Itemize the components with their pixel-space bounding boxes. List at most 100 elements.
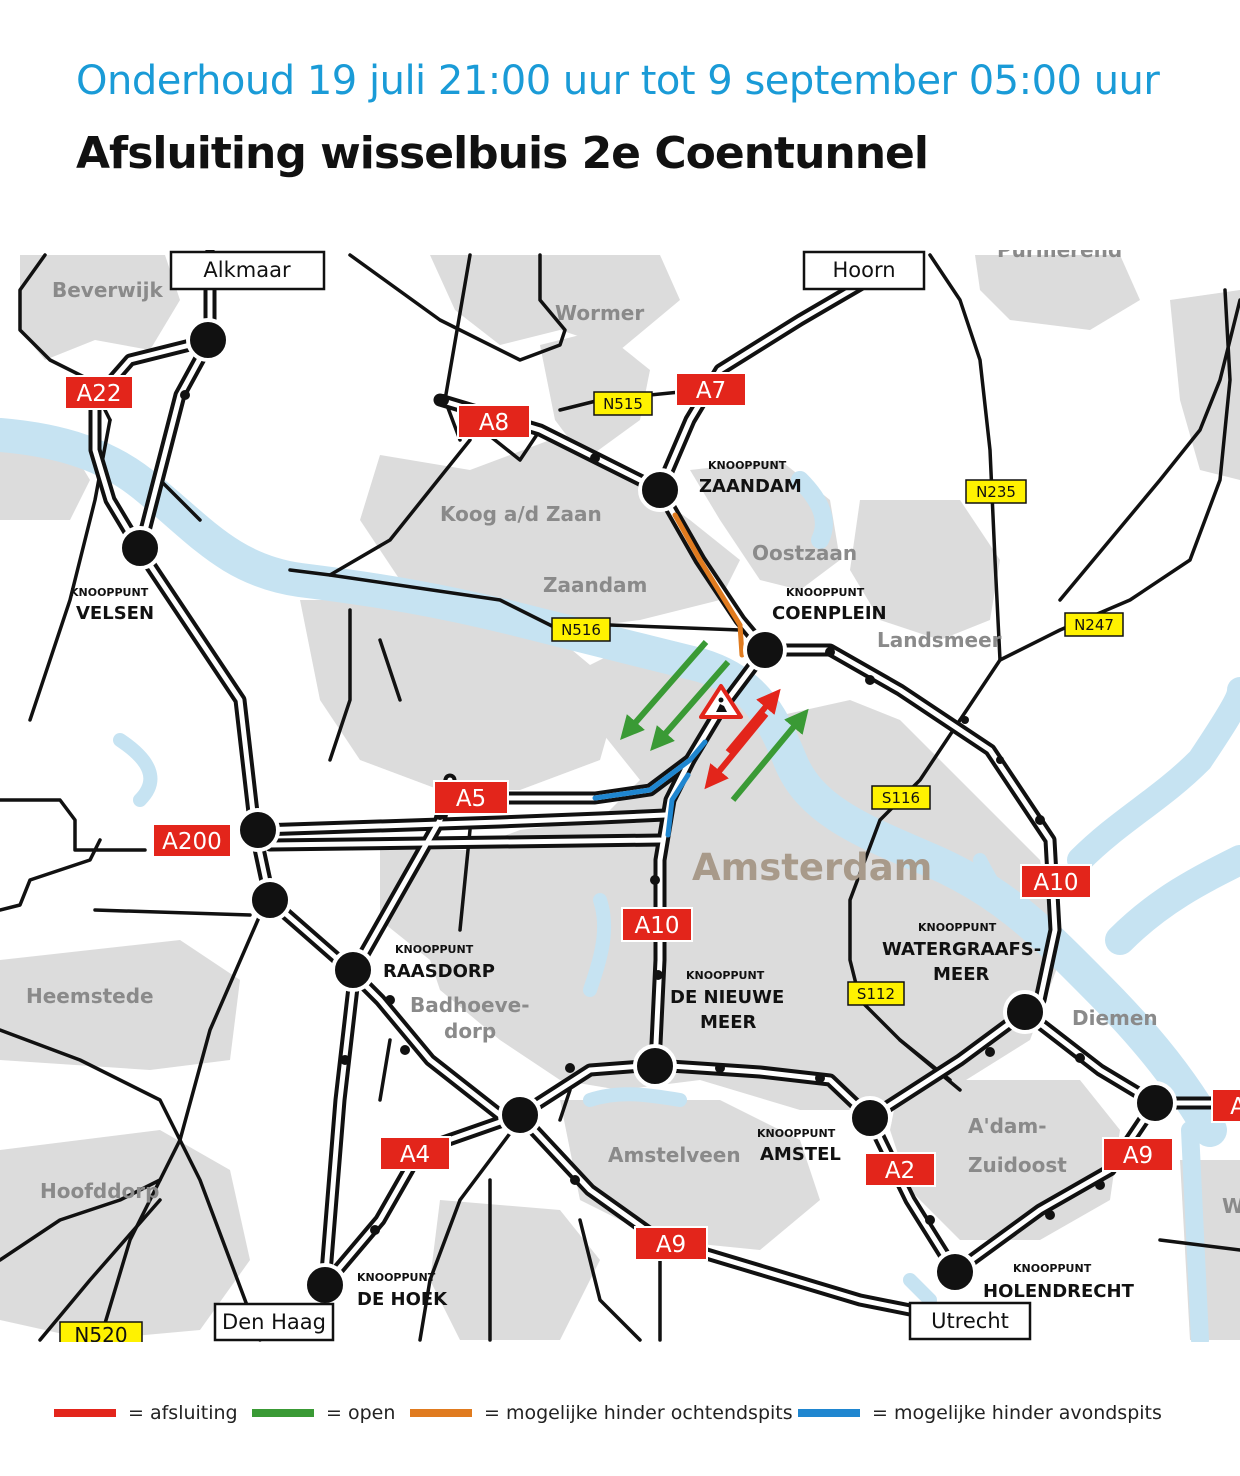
junction-nieuwe-meer-marker	[633, 1044, 677, 1088]
junction-de-hoek-marker	[303, 1263, 347, 1307]
junction-coenplein-marker	[743, 628, 787, 672]
junction-markers	[118, 318, 1177, 1307]
svg-text:N520: N520	[74, 1323, 127, 1342]
svg-text:A5: A5	[456, 786, 486, 812]
legend-evening-swatch	[798, 1409, 860, 1417]
junction-zaandam-label: ZAANDAM	[699, 476, 802, 497]
svg-text:A9: A9	[656, 1232, 686, 1258]
legend-evening: = mogelijke hinder avondspits	[798, 1398, 1162, 1428]
junction-zaandam-marker	[638, 468, 682, 512]
shield-n520: N520	[59, 1321, 143, 1342]
evening-hindrance-segment-a5	[592, 739, 708, 801]
city-den-haag: Den Haag	[222, 1310, 326, 1334]
shield-a4: A4	[379, 1136, 451, 1171]
svg-text:A4: A4	[400, 1142, 430, 1168]
place-badhoevedorp-1: Badhoeve-	[410, 993, 530, 1017]
svg-text:S112: S112	[857, 985, 895, 1003]
shield-a2: A2	[864, 1152, 936, 1187]
junction-raasdorp-marker	[331, 948, 375, 992]
open-arrow-north	[730, 708, 809, 802]
traffic-arrows	[620, 640, 809, 802]
junction-watergraafsmeer-label-2: MEER	[933, 964, 990, 985]
svg-text:A22: A22	[76, 381, 121, 407]
svg-text:N247: N247	[1074, 616, 1114, 634]
junction-velsen-label: VELSEN	[76, 603, 154, 624]
junction-raasdorp-prefix: KNOOPPUNT	[395, 943, 474, 956]
city-utrecht: Utrecht	[931, 1309, 1009, 1333]
shield-a10-west: A10	[621, 907, 693, 942]
legend: = afsluiting = open = mogelijke hinder o…	[0, 1398, 1240, 1428]
place-amstelveen: Amstelveen	[608, 1143, 741, 1167]
junction-diemen-marker	[1003, 990, 1047, 1034]
svg-text:A8: A8	[479, 410, 509, 436]
city-hoorn: Hoorn	[832, 258, 895, 282]
city-box-hoorn: Hoorn	[802, 250, 926, 291]
junction-velsen-marker	[186, 318, 230, 362]
interchange-dots	[180, 390, 1105, 1235]
legend-evening-label: = mogelijke hinder avondspits	[872, 1402, 1162, 1424]
junction-zaandam-prefix: KNOOPPUNT	[708, 459, 787, 472]
page-subtitle: Onderhoud 19 juli 21:00 uur tot 9 septem…	[76, 58, 1160, 104]
junction-velsen-south-marker	[118, 526, 162, 570]
city-box-utrecht: Utrecht	[908, 1301, 1032, 1341]
junction-holendrecht-marker	[933, 1250, 977, 1294]
junction-watergraafsmeer-prefix: KNOOPPUNT	[918, 921, 997, 934]
legend-morning-label: = mogelijke hinder ochtendspits	[484, 1402, 793, 1424]
shield-a5: A5	[433, 780, 509, 815]
place-landsmeer: Landsmeer	[877, 628, 1002, 652]
place-koog: Koog a/d Zaan	[440, 502, 602, 526]
open-arrow-south-1	[620, 640, 709, 741]
place-zuidoost-1: A'dam-	[968, 1114, 1047, 1138]
svg-text:N235: N235	[976, 483, 1016, 501]
place-hoofddorp: Hoofddorp	[40, 1179, 159, 1203]
legend-closure-label: = afsluiting	[128, 1402, 238, 1424]
shield-n235: N235	[965, 479, 1027, 504]
legend-open: = open	[252, 1398, 395, 1428]
junction-a9-marker	[498, 1093, 542, 1137]
junction-holendrecht-label: HOLENDRECHT	[983, 1281, 1135, 1302]
shield-a22: A22	[64, 375, 134, 410]
place-purmerend: Purmerend	[997, 250, 1122, 262]
closure-arrow-north	[725, 688, 781, 754]
shield-s112: S112	[847, 981, 905, 1006]
svg-text:A9: A9	[1123, 1143, 1153, 1169]
shield-a9-east: A9	[1102, 1137, 1174, 1172]
junction-amstel-label: AMSTEL	[760, 1144, 841, 1165]
closure-arrow-south	[704, 712, 769, 790]
evening-hindrance-segment-a10	[665, 772, 691, 838]
junction-raasdorp-label: RAASDORP	[383, 961, 495, 982]
shield-s116: S116	[871, 785, 931, 810]
place-badhoevedorp-2: dorp	[444, 1019, 496, 1043]
junction-nieuwe-meer-label-2: MEER	[700, 1012, 757, 1033]
junction-amstel-prefix: KNOOPPUNT	[757, 1127, 836, 1140]
place-w-edge: W	[1222, 1194, 1240, 1218]
page-title: Afsluiting wisselbuis 2e Coentunnel	[76, 128, 929, 179]
legend-closure-swatch	[54, 1409, 116, 1417]
svg-text:A: A	[1230, 1094, 1240, 1120]
place-zuidoost-2: Zuidoost	[968, 1153, 1067, 1177]
shield-a200: A200	[152, 823, 232, 858]
shield-n515: N515	[593, 391, 653, 416]
open-arrow-south-2	[650, 660, 731, 752]
city-alkmaar: Alkmaar	[203, 258, 291, 282]
svg-text:A10: A10	[1033, 870, 1078, 896]
svg-text:A2: A2	[885, 1158, 915, 1184]
legend-open-label: = open	[326, 1402, 396, 1424]
city-box-alkmaar: Alkmaar	[169, 250, 326, 291]
junction-velsen-prefix: KNOOPPUNT	[70, 586, 149, 599]
shield-a9-south: A9	[634, 1226, 708, 1261]
place-heemstede: Heemstede	[26, 984, 154, 1008]
legend-closure: = afsluiting	[54, 1398, 238, 1428]
junction-de-hoek-label: DE HOEK	[357, 1289, 448, 1310]
svg-text:A7: A7	[696, 378, 726, 404]
city-box-den-haag: Den Haag	[213, 1302, 335, 1342]
place-oostzaan: Oostzaan	[752, 541, 857, 565]
place-amsterdam: Amsterdam	[692, 846, 932, 889]
place-beverwijk: Beverwijk	[52, 278, 163, 302]
junction-amstel-marker	[848, 1096, 892, 1140]
shield-a7: A7	[675, 372, 747, 407]
shield-n247: N247	[1064, 612, 1124, 637]
place-zaandam: Zaandam	[543, 573, 647, 597]
svg-text:N515: N515	[603, 395, 643, 413]
shield-a10-east: A10	[1020, 864, 1092, 899]
